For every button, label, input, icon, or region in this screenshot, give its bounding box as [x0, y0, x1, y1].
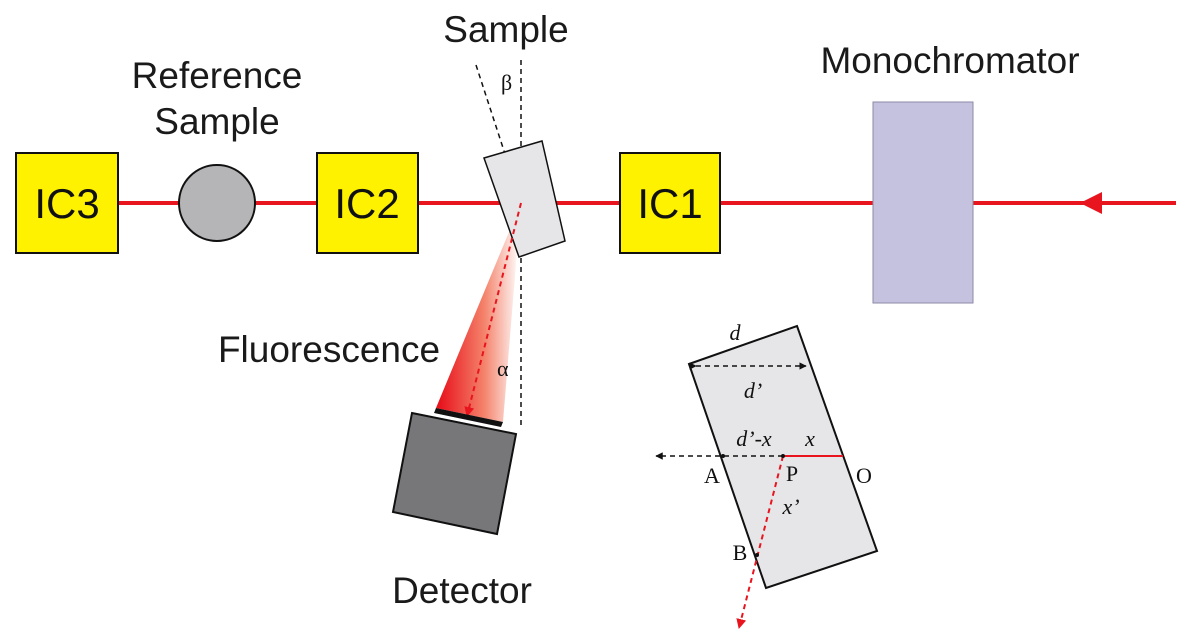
monochromator-block [872, 101, 974, 304]
reference-sample-label-line1: Reference [132, 55, 303, 96]
ion-chamber-ic2 [316, 152, 419, 254]
inset-point-o-label: O [856, 463, 872, 488]
alpha-angle-label: α [497, 356, 509, 381]
inset-x-label: x [804, 426, 815, 451]
inset-fluorescence-arrow [736, 455, 784, 629]
fluorescence-cone [436, 203, 521, 422]
monochromator-label: Monochromator [820, 40, 1079, 81]
inset-x-prime-label: x’ [781, 494, 799, 519]
inset-d-prime-minus-x-label: d’-x [736, 426, 772, 451]
inset-point-b-label: B [733, 540, 748, 565]
ion-chamber-ic3 [15, 152, 119, 254]
detector-label: Detector [392, 570, 532, 611]
inset-point-b-dot [755, 553, 759, 557]
ion-chamber-ic1-label: IC1 [637, 180, 702, 227]
fluorescence-arrow [464, 202, 522, 417]
sample-slab [483, 140, 566, 258]
inset-point-a-label: A [704, 463, 720, 488]
inset-point-p-label: P [786, 461, 798, 486]
sample-label: Sample [443, 9, 568, 50]
ion-chamber-ic3-label: IC3 [34, 180, 99, 227]
fluorescence-label: Fluorescence [218, 329, 440, 370]
ion-chamber-ic2-label: IC2 [334, 180, 399, 227]
reference-sample-label-line2: Sample [154, 101, 279, 142]
inset-d-prime-label: d’ [744, 378, 762, 403]
inset-d-label: d [730, 320, 742, 345]
beta-angle-label: β [501, 70, 512, 95]
reference-sample-disc [178, 164, 256, 242]
detector-block [391, 411, 518, 536]
ion-chamber-ic1 [619, 152, 721, 254]
beam-direction-arrow [1080, 192, 1102, 214]
detector-window [434, 408, 503, 427]
inset-point-a-dot [721, 454, 725, 458]
inset-point-p-dot [781, 454, 785, 458]
